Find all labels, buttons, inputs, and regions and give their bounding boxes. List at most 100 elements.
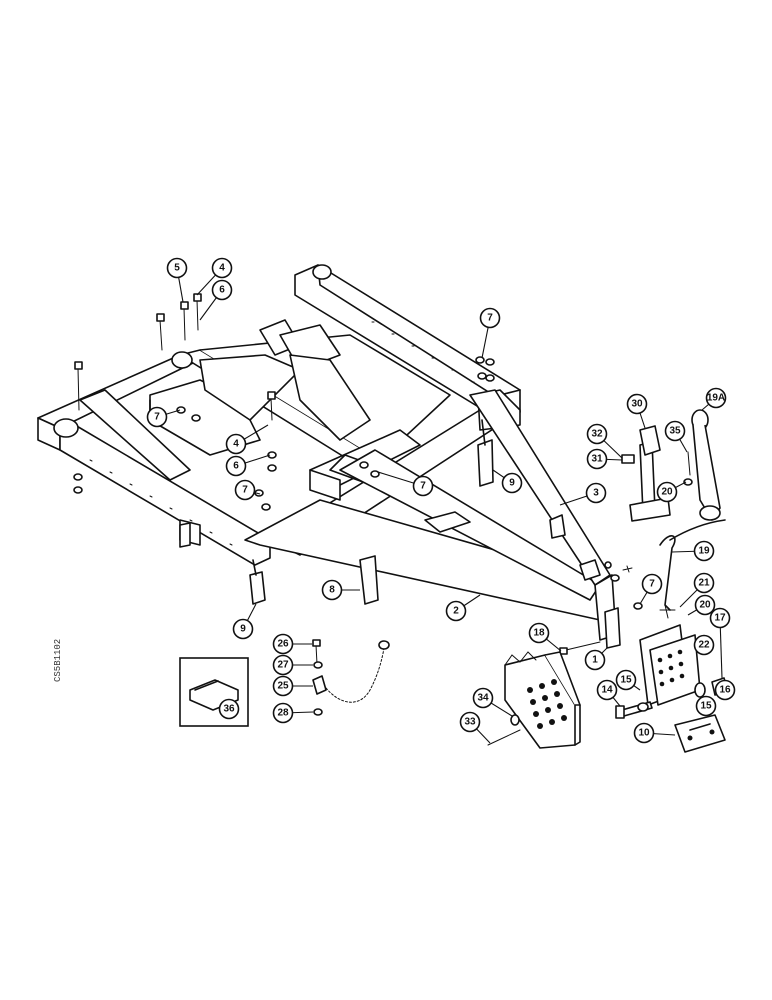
callout-15: 15 (695, 695, 717, 717)
callout-label: 17 (714, 613, 726, 624)
callout-25: 25 (272, 675, 313, 697)
callout-label: 7 (242, 485, 248, 496)
callout-label: 4 (233, 439, 239, 450)
callout-8: 8 (321, 579, 360, 601)
callout-circle (479, 307, 501, 329)
callout-label: 20 (661, 487, 673, 498)
callout-label: 36 (223, 704, 235, 715)
callout-circle (596, 679, 618, 701)
callout-35: 35 (664, 420, 688, 453)
callout-circle (225, 455, 247, 477)
chain-hook (659, 535, 676, 619)
callout-18: 18 (528, 622, 562, 652)
callout-9: 9 (492, 469, 523, 494)
callout-circle (412, 475, 434, 497)
callout-circle (321, 579, 343, 601)
callout-label: 31 (591, 454, 603, 465)
callout-26: 26 (272, 633, 312, 655)
callout-33: 33 (459, 711, 491, 744)
callout-circle (272, 633, 294, 655)
callout-circle (585, 482, 607, 504)
callout-17: 17 (709, 607, 731, 679)
callout-label: 27 (277, 660, 289, 671)
callout-circle (459, 711, 481, 733)
callout-circle (709, 607, 731, 629)
callout-label: 8 (329, 585, 335, 596)
hitch-tongue (244, 389, 617, 641)
callout-6: 6 (225, 454, 271, 477)
callout-32: 32 (586, 423, 623, 459)
callout-label: 34 (477, 693, 489, 704)
callout-circle (695, 695, 717, 717)
callout-14: 14 (596, 679, 621, 707)
callout-1: 1 (584, 647, 608, 671)
rear-frame-member (294, 264, 521, 421)
callout-circle (166, 257, 188, 279)
callout-20: 20 (687, 594, 716, 616)
callout-label: 7 (154, 412, 160, 423)
callout-label: 9 (240, 624, 246, 635)
callout-circle (714, 679, 736, 701)
breakaway-plate (487, 651, 581, 749)
callout-label: 30 (631, 399, 643, 410)
callout-label: 22 (698, 640, 710, 651)
callout-label: 4 (219, 263, 225, 274)
callout-label: 10 (638, 728, 650, 739)
callout-circle (626, 393, 648, 415)
callout-label: 15 (620, 675, 632, 686)
callout-circle (472, 687, 494, 709)
callout-circle (272, 654, 294, 676)
hanger-brackets (179, 419, 494, 605)
callout-label: 6 (233, 461, 239, 472)
callout-label: 35 (669, 426, 681, 437)
callout-7: 7 (479, 307, 501, 359)
callout-label: 26 (277, 639, 289, 650)
callout-circle (694, 594, 716, 616)
callout-6: 6 (199, 279, 233, 321)
callout-label: 21 (698, 578, 710, 589)
callout-31: 31 (586, 448, 623, 470)
callout-circle (584, 649, 606, 671)
detail-box-36 (179, 657, 249, 727)
callout-circle (232, 618, 254, 640)
callout-22: 22 (693, 634, 715, 656)
callout-label: 2 (453, 606, 459, 617)
callout-label: 19 (698, 546, 710, 557)
callout-5: 5 (166, 257, 188, 303)
callout-10: 10 (633, 722, 676, 744)
callout-label: 9 (509, 478, 515, 489)
callout-label: 33 (464, 717, 476, 728)
callout-label: 14 (601, 685, 613, 696)
safety-chain (312, 639, 390, 716)
callout-label: 15 (700, 701, 712, 712)
callout-circle (641, 573, 663, 595)
callout-16: 16 (714, 679, 736, 701)
callout-label: 5 (174, 263, 180, 274)
callout-circle (586, 448, 608, 470)
callout-label: 6 (219, 285, 225, 296)
callout-2: 2 (445, 594, 481, 622)
callout-label: 16 (719, 685, 731, 696)
hardware (73, 293, 643, 610)
callout-circle (656, 481, 678, 503)
callout-circle (586, 423, 608, 445)
callout-9: 9 (232, 603, 257, 640)
jack-stand (621, 425, 693, 522)
callout-label: 3 (593, 488, 599, 499)
callout-7: 7 (639, 573, 663, 605)
callout-3: 3 (559, 482, 607, 506)
callout-7: 7 (377, 471, 434, 497)
callout-19: 19 (671, 540, 715, 562)
callout-7: 7 (146, 406, 181, 428)
callout-circle (664, 420, 686, 442)
callout-circle (218, 698, 240, 720)
callout-circle (615, 669, 637, 691)
callout-label: 7 (649, 579, 655, 590)
callout-label: 1 (592, 655, 598, 666)
callout-label: 25 (277, 681, 289, 692)
callout-label: 19A (707, 393, 725, 404)
callout-circle (146, 406, 168, 428)
callout-circle (272, 702, 294, 724)
